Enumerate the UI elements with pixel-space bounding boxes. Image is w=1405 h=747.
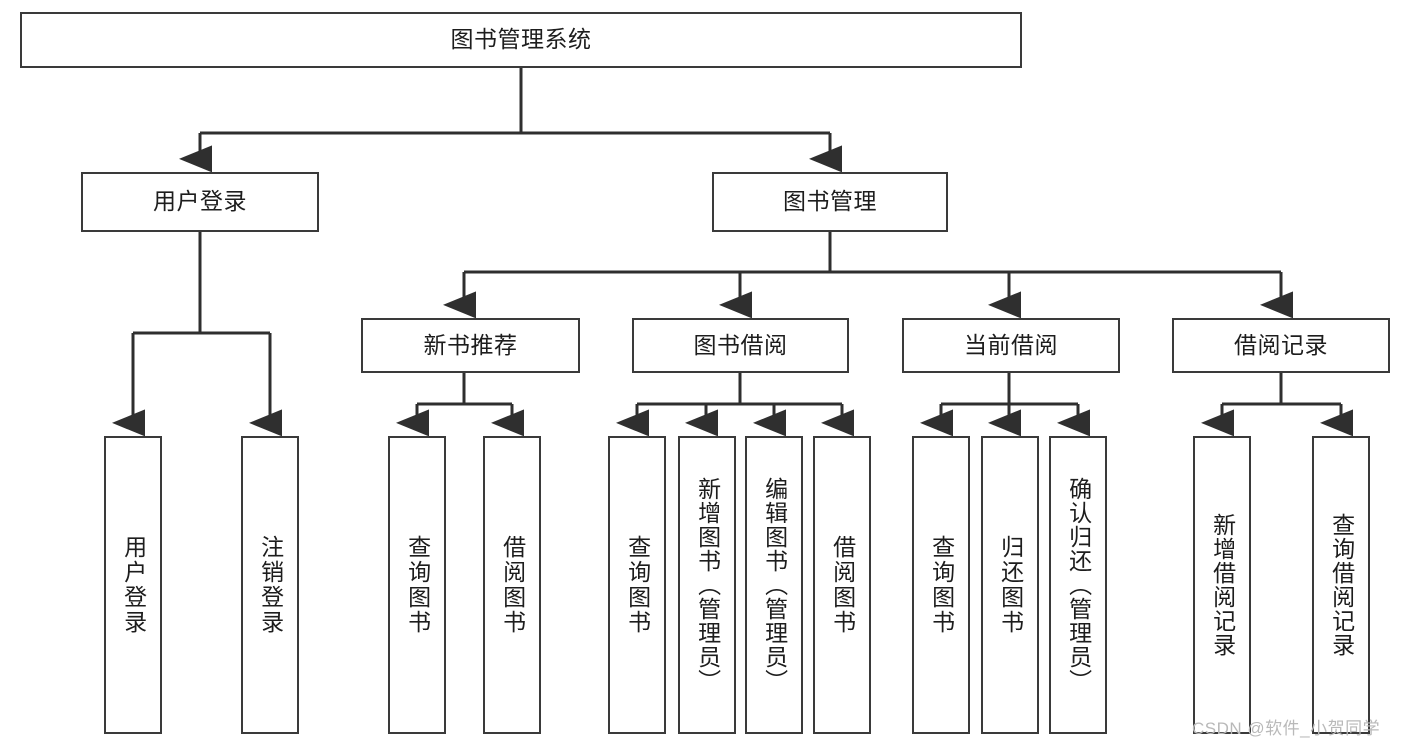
leaf-return-book[interactable]: 归还图书 [981, 436, 1039, 734]
node-label: 借阅记录 [1234, 331, 1328, 358]
node-label: 图书借阅 [693, 331, 788, 358]
leaf-user-logout[interactable]: 注销登录 [241, 436, 299, 734]
node-borrow-record[interactable]: 借阅记录 [1172, 318, 1390, 373]
node-book-borrow[interactable]: 图书借阅 [632, 318, 849, 373]
node-book-management[interactable]: 图书管理 [712, 172, 948, 232]
leaf-add-book-admin[interactable]: 新增图书（管理员） [678, 436, 736, 734]
node-label: 图书管理系统 [450, 26, 592, 53]
leaf-borrow-book[interactable]: 借阅图书 [813, 436, 871, 734]
node-label: 新书推荐 [423, 331, 518, 358]
leaf-borrow-book-recommendation[interactable]: 借阅图书 [483, 436, 541, 734]
node-label: 新增图书（管理员） [694, 477, 721, 693]
node-label: 编辑图书（管理员） [761, 477, 788, 693]
node-user-login[interactable]: 用户登录 [81, 172, 319, 232]
node-label: 图书管理 [783, 188, 877, 215]
leaf-query-book-current[interactable]: 查询图书 [912, 436, 970, 734]
node-label: 注销登录 [257, 535, 284, 635]
node-label: 用户登录 [120, 535, 147, 635]
leaf-user-login[interactable]: 用户登录 [104, 436, 162, 734]
leaf-query-book-borrow[interactable]: 查询图书 [608, 436, 666, 734]
node-current-borrow[interactable]: 当前借阅 [902, 318, 1120, 373]
node-root-book-management-system[interactable]: 图书管理系统 [20, 12, 1022, 68]
leaf-query-borrow-record[interactable]: 查询借阅记录 [1312, 436, 1370, 734]
watermark-text: CSDN @软件_小贺同学 [1192, 719, 1381, 738]
node-label: 借阅图书 [499, 535, 526, 635]
node-new-book-recommendation[interactable]: 新书推荐 [361, 318, 580, 373]
node-label: 查询图书 [624, 535, 651, 635]
node-label: 确认归还（管理员） [1065, 477, 1092, 693]
leaf-edit-book-admin[interactable]: 编辑图书（管理员） [745, 436, 803, 734]
leaf-query-book-recommendation[interactable]: 查询图书 [388, 436, 446, 734]
node-label: 查询图书 [928, 535, 955, 635]
leaf-add-borrow-record[interactable]: 新增借阅记录 [1193, 436, 1251, 734]
leaf-confirm-return-admin[interactable]: 确认归还（管理员） [1049, 436, 1107, 734]
node-label: 新增借阅记录 [1209, 513, 1236, 657]
node-label: 借阅图书 [829, 535, 856, 635]
node-label: 归还图书 [997, 535, 1024, 635]
node-label: 查询图书 [404, 535, 431, 635]
node-label: 用户登录 [153, 188, 247, 215]
node-label: 查询借阅记录 [1328, 513, 1355, 657]
node-label: 当前借阅 [964, 331, 1058, 358]
